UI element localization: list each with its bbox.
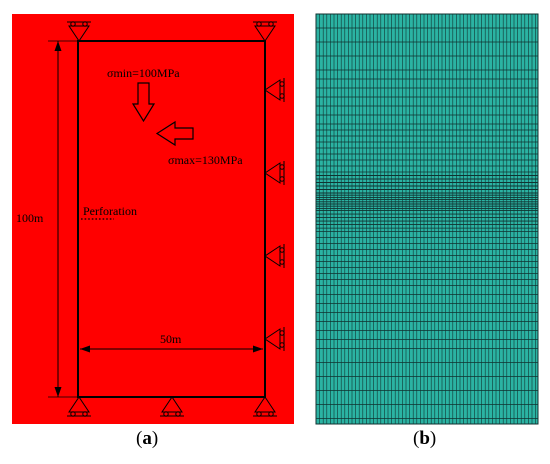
support-top-left	[67, 21, 91, 42]
support-right-4	[264, 327, 285, 351]
right-supports	[264, 78, 285, 351]
height-dimension	[48, 40, 78, 398]
bottom-supports	[67, 396, 277, 417]
sigma-min-label: σmin=100MPa	[107, 66, 180, 80]
support-bottom-middle	[160, 396, 184, 417]
caption-b: (b)	[413, 428, 437, 449]
mesh-grid	[316, 14, 538, 424]
mesh-background	[316, 14, 538, 424]
panel-a: 100m 50m σmin=100MPa σmax=130MPa Perfora…	[12, 14, 294, 424]
support-bottom-right	[253, 396, 277, 417]
mesh-border	[315, 13, 539, 425]
sigma-max-arrow	[155, 120, 194, 147]
support-top-right	[253, 21, 277, 42]
support-right-1	[264, 78, 285, 102]
width-label: 50m	[160, 332, 182, 346]
model-domain	[12, 14, 294, 424]
support-bottom-left	[67, 396, 91, 417]
support-right-2	[264, 161, 285, 185]
sigma-max-label: σmax=130MPa	[168, 153, 243, 167]
support-right-3	[264, 244, 285, 268]
perforation-label: Perforation	[83, 204, 137, 218]
caption-a: (a)	[136, 428, 159, 449]
height-label: 100m	[16, 211, 44, 225]
top-supports	[67, 21, 277, 42]
panel-b	[315, 13, 539, 425]
width-dimension	[80, 345, 263, 353]
sigma-min-arrow	[131, 82, 156, 123]
